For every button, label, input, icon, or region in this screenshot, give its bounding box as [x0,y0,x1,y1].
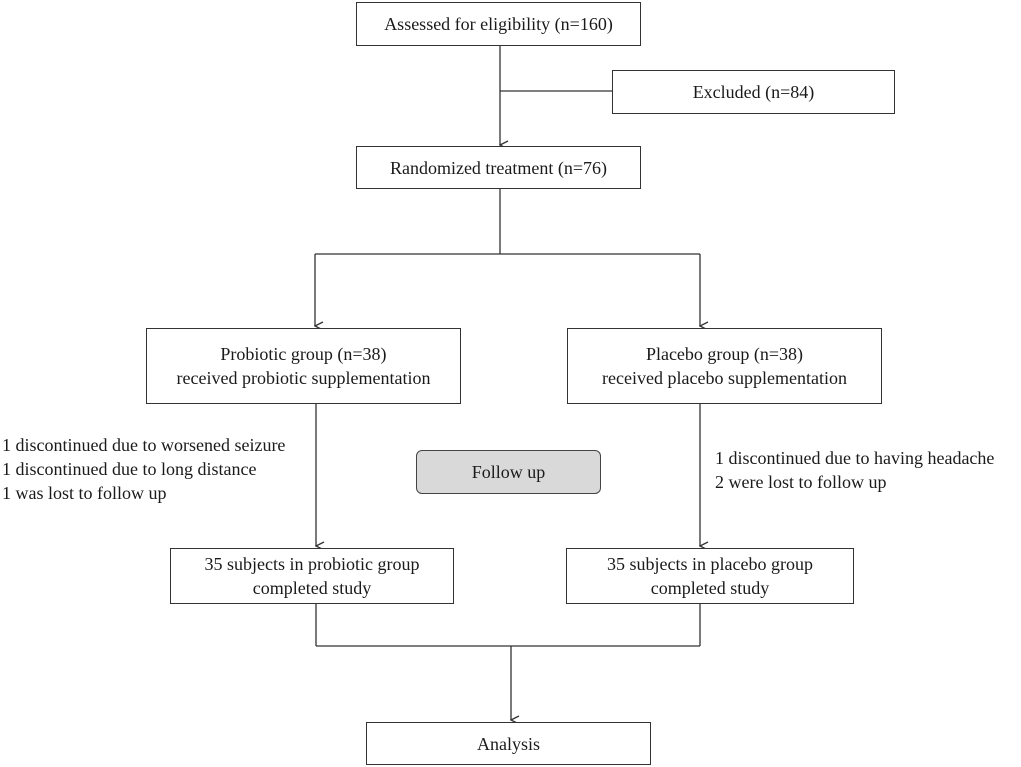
assessed-box: Assessed for eligibility (n=160) [356,2,641,46]
placebo-loss-item: 2 were lost to follow up [715,472,887,492]
placebo-group-box: Placebo group (n=38) received placebo su… [567,328,882,404]
placebo-group-subtitle: received placebo supplementation [602,368,847,388]
placebo-completed-line1: 35 subjects in placebo group [607,554,813,574]
analysis-label: Analysis [477,733,540,754]
probiotic-completed-line1: 35 subjects in probiotic group [204,554,420,574]
placebo-completed-line2: completed study [650,578,770,598]
probiotic-completed-box: 35 subjects in probiotic group completed… [170,548,454,604]
placebo-completed-box: 35 subjects in placebo group completed s… [566,548,854,604]
probiotic-group-title: Probiotic group (n=38) [220,344,387,364]
probiotic-completed-line2: completed study [252,578,372,598]
probiotic-group-subtitle: received probiotic supplementation [176,368,431,388]
assessed-label: Assessed for eligibility (n=160) [384,14,613,34]
excluded-box: Excluded (n=84) [612,70,895,114]
probiotic-group-box: Probiotic group (n=38) received probioti… [146,328,461,404]
probiotic-loss-item: 1 discontinued due to worsened seizure [2,435,286,455]
placebo-losses-note: 1 discontinued due to having headache 2 … [715,446,994,494]
follow-up-box: Follow up [416,450,601,494]
probiotic-losses-note: 1 discontinued due to worsened seizure 1… [2,433,285,505]
excluded-label: Excluded (n=84) [692,82,815,102]
follow-up-label: Follow up [471,462,546,482]
analysis-box: Analysis [366,722,651,765]
randomized-label: Randomized treatment (n=76) [389,157,608,178]
probiotic-loss-item: 1 was lost to follow up [2,483,167,503]
placebo-group-title: Placebo group (n=38) [645,344,804,364]
probiotic-loss-item: 1 discontinued due to long distance [2,459,257,479]
placebo-loss-item: 1 discontinued due to having headache [715,448,995,468]
randomized-box: Randomized treatment (n=76) [356,146,641,189]
